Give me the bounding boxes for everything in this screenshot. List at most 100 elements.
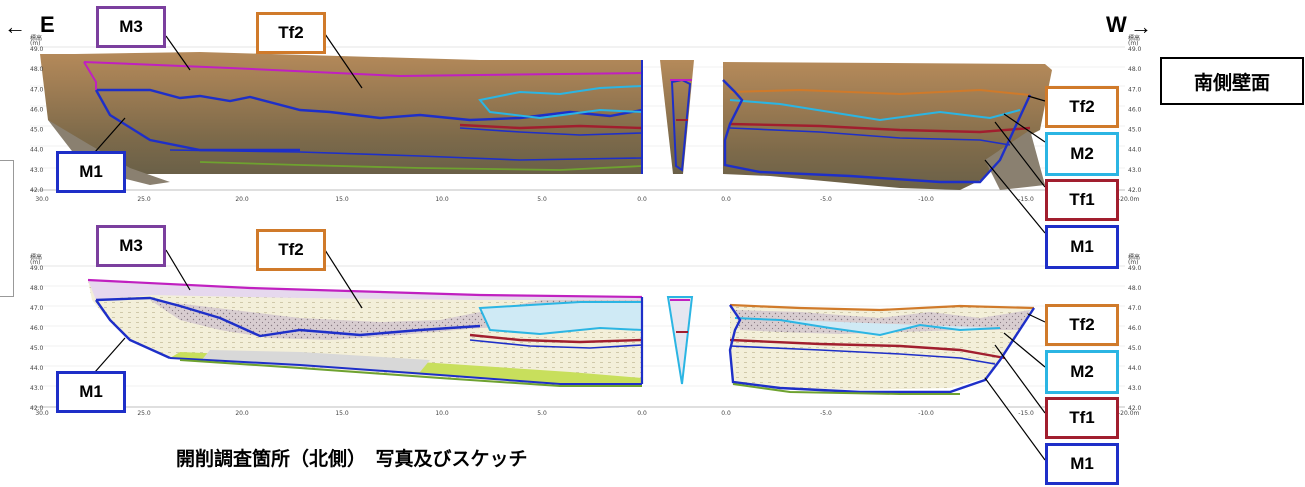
elevation-tick-label: 42.0 [30,405,44,412]
east-label: E [40,12,55,37]
elevation-tick-label: 48.0 [1128,285,1142,292]
M2-boundary-photo-west [729,99,1021,122]
distance-tick-label: -5.0 [820,196,832,203]
layer-label-Tf2-top-west: Tf2 [1045,86,1119,128]
svg-text:標高: 標高 [1128,253,1140,261]
west-arrow-icon: → [1130,14,1152,39]
elevation-tick-label: 45.0 [30,127,44,134]
photo-center-wedge [660,60,694,174]
distance-tick-label: 15.0 [335,196,349,203]
side-panel-frame [0,160,14,297]
layer-label-M1-top-east: M1 [56,151,126,193]
layer-label-Tf2-bottom: Tf2 [256,229,326,271]
M3-boundary [83,61,643,78]
distance-tick-label: 20.0 [235,410,249,417]
distance-tick-label: 10.0 [435,410,449,417]
elevation-tick-label: 46.0 [30,325,44,332]
elevation-tick-label: 45.0 [30,345,44,352]
west-label: W [1106,12,1127,37]
svg-text:(m): (m) [30,259,41,266]
distance-tick-label: 0.0 [637,410,647,417]
svg-text:(m): (m) [1128,259,1139,266]
elevation-tick-label: 46.0 [30,106,44,113]
elevation-tick-label: 43.0 [1128,385,1142,392]
M1-boundary-photo-upper [96,88,643,122]
elevation-tick-label: 47.0 [1128,305,1142,312]
elevation-tick-label: 49.0 [30,46,44,53]
distance-tick-label: 25.0 [137,196,151,203]
layer-label-M2-top: M2 [1045,132,1119,176]
east-arrow-icon: ← [4,14,26,39]
layer-label-M1-bottom-east: M1 [56,371,126,413]
distance-tick-label: -10.0 [918,196,934,203]
svg-text:標高: 標高 [30,253,42,261]
elevation-tick-label: 44.0 [30,147,44,154]
layer-label-Tf2-bottom-west: Tf2 [1045,304,1119,346]
elevation-tick-label: 44.0 [1128,365,1142,372]
distance-tick-label: -15.0 [1018,196,1034,203]
layer-label-Tf2-top: Tf2 [256,12,326,54]
distance-tick-label: 15.0 [335,410,349,417]
distance-tick-label: 25.0 [137,410,151,417]
elevation-tick-label: 43.0 [30,385,44,392]
distance-tick-label: 10.0 [435,196,449,203]
elevation-tick-label: 49.0 [1128,46,1142,53]
distance-tick-label: 20.0 [235,196,249,203]
elevation-tick-label: 46.0 [1128,325,1142,332]
axis-end-label: -20.0m [1118,196,1140,203]
elevation-axis-labels: 標高 (m) 標高 (m) 標高 (m) 標高 (m) [30,34,1140,266]
elevation-tick-label: 47.0 [30,86,44,93]
elevation-tick-label: 44.0 [1128,147,1142,154]
distance-tick-label: -5.0 [820,410,832,417]
elevation-tick-label: 42.0 [1128,187,1142,194]
elevation-tick-label: 48.0 [30,285,44,292]
elevation-tick-label: 47.0 [30,305,44,312]
elevation-tick-label: 48.0 [1128,66,1142,73]
photo-panel [30,46,1125,191]
figure-caption: 開削調査箇所（北側） 写真及びスケッチ [176,448,528,470]
distance-tick-label: -15.0 [1018,410,1034,417]
Tf2-boundary-photo-west [729,88,1031,96]
elevation-tick-label: 45.0 [1128,345,1142,352]
distance-tick-label: 0.0 [721,196,731,203]
distance-tick-label: -10.0 [918,410,934,417]
svg-text:(m): (m) [1128,40,1139,47]
photo-west-wall [723,62,1052,190]
elevation-tick-label: 44.0 [30,365,44,372]
distance-tick-label: 5.0 [537,196,547,203]
M1-boundary-photo-west [722,79,1032,184]
elevation-tick-label: 45.0 [1128,127,1142,134]
svg-text:(m): (m) [30,40,41,47]
svg-text:-20.0m: -20.0m [1118,410,1140,417]
elevation-tick-label: 46.0 [1128,106,1142,113]
elevation-tick-label: 43.0 [1128,167,1142,174]
layer-label-M3-bottom: M3 [96,225,166,267]
layer-label-M2-bottom: M2 [1045,350,1119,394]
layer-label-M1-top-west: M1 [1045,225,1119,269]
distance-tick-label: 30.0 [35,410,49,417]
elevation-tick-label: 49.0 [30,265,44,272]
Tf1-boundary-photo-west [729,122,1031,134]
distance-tick-label: 0.0 [721,410,731,417]
layer-label-Tf1-bottom: Tf1 [1045,397,1119,439]
elevation-tick-label: 43.0 [30,167,44,174]
elevation-tick-label: 49.0 [1128,265,1142,272]
elevation-tick-label: 47.0 [1128,86,1142,93]
distance-tick-label: 0.0 [637,196,647,203]
sketch-panel [30,265,1125,408]
wall-name-label: 南側壁面 [1160,57,1304,105]
axis-unit-label-top: 標高 [30,34,42,42]
elevation-tick-label: 42.0 [1128,405,1142,412]
layer-label-M3-top: M3 [96,6,166,48]
layer-label-Tf1-top: Tf1 [1045,179,1119,221]
svg-text:標高: 標高 [1128,34,1140,42]
distance-tick-label: 30.0 [35,196,49,203]
distance-tick-label: 5.0 [537,410,547,417]
Tf1-boundary-photo-east [459,123,643,130]
elevation-tick-label: 48.0 [30,66,44,73]
layer-label-M1-bottom-west: M1 [1045,443,1119,485]
leader-lines [94,33,1046,461]
M1-boundary-sketch-upper [95,296,481,338]
elevation-tick-label: 42.0 [30,187,44,194]
